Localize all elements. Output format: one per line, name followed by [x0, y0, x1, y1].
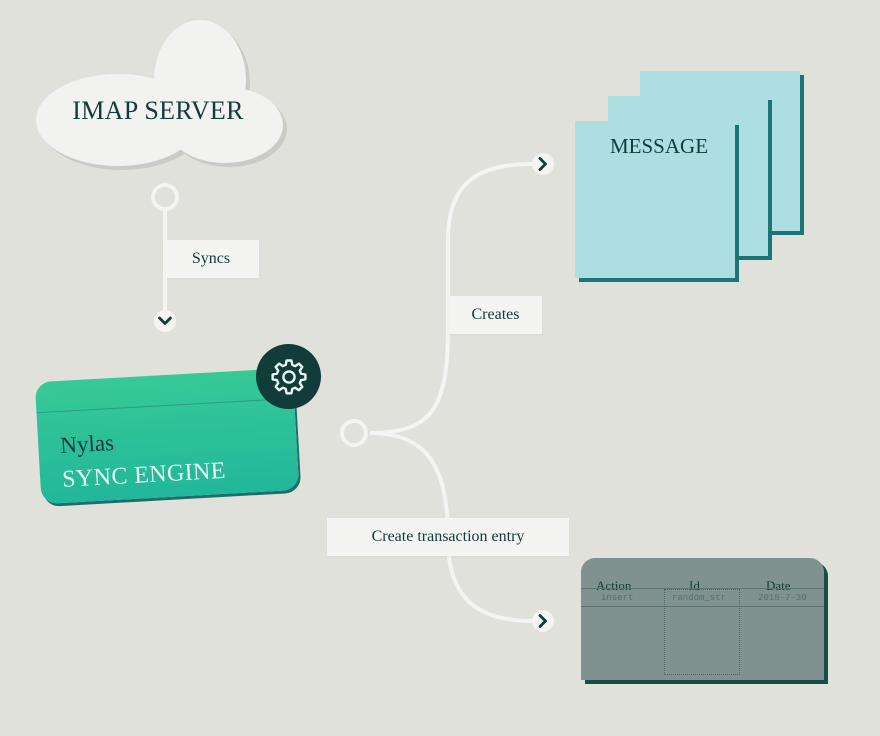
- column-header-action: Action: [596, 578, 632, 593]
- column-header-date: Date: [766, 578, 791, 593]
- sync-engine-brand: Nylas: [59, 429, 115, 458]
- creates-edge-label: Creates: [449, 296, 542, 334]
- table-cell-action: insert: [601, 593, 634, 603]
- table-cell-date: 2018-7-30: [758, 593, 807, 603]
- creates-arrow-icon: [532, 153, 554, 175]
- sync-engine-title: SYNC ENGINE: [61, 457, 227, 493]
- column-header-id: Id: [689, 578, 700, 593]
- table-cell-id: random_str: [672, 593, 727, 603]
- syncs-arrow-icon: [154, 310, 176, 332]
- sync-output-port: [340, 419, 368, 447]
- transaction-table: Action Id Date insert random_str 2018-7-…: [581, 558, 824, 680]
- message-label: MESSAGE: [610, 134, 709, 158]
- table-row-rule: [581, 606, 824, 607]
- imap-connector-port: [151, 183, 179, 211]
- gear-icon: [256, 344, 321, 409]
- sync-card-divider: [36, 397, 295, 414]
- syncs-edge-label: Syncs: [163, 240, 259, 278]
- message-sheet-front: [575, 121, 735, 278]
- table-header-rule: [581, 588, 824, 589]
- id-column-outline: [664, 589, 740, 675]
- transaction-arrow-icon: [532, 610, 554, 632]
- imap-cloud-icon: [36, 20, 287, 170]
- create-transaction-edge-label: Create transaction entry: [327, 518, 569, 556]
- imap-server-label: IMAP SERVER: [72, 96, 244, 125]
- creates-connector-line: [369, 162, 533, 435]
